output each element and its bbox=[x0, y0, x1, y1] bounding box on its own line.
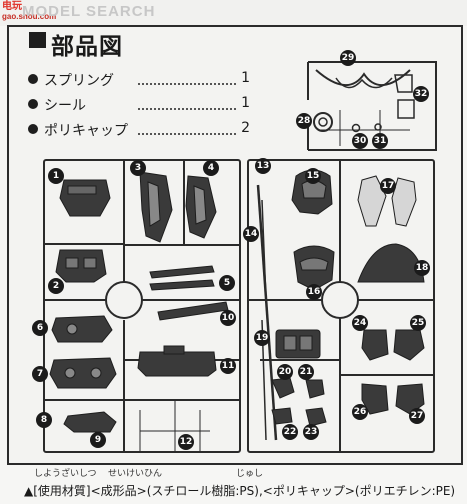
dotted-leader bbox=[138, 83, 236, 85]
part-number-21: 21 bbox=[298, 364, 314, 380]
parts-list-item: ポリキャップ 2 bbox=[28, 120, 258, 142]
part-number-12: 12 bbox=[178, 434, 194, 450]
part-number-27: 27 bbox=[409, 408, 425, 424]
part-number-16: 16 bbox=[306, 284, 322, 300]
part-number-2: 2 bbox=[48, 278, 64, 294]
site-logo[interactable]: 电玩 gao.shou.com bbox=[2, 1, 56, 21]
furigana-jushi: じゅし bbox=[236, 469, 264, 479]
part-number-7: 7 bbox=[32, 366, 48, 382]
part-number-24: 24 bbox=[352, 315, 368, 331]
part-number-11: 11 bbox=[220, 358, 236, 374]
title-square-icon bbox=[29, 32, 46, 48]
part-number-29: 29 bbox=[340, 50, 356, 66]
part-number-20: 20 bbox=[277, 364, 293, 380]
part-number-15: 15 bbox=[305, 168, 321, 184]
parts-list-item: シール 1 bbox=[28, 95, 258, 117]
watermark: MODEL SEARCH bbox=[22, 3, 156, 20]
dotted-leader bbox=[138, 133, 236, 135]
part-number-5: 5 bbox=[219, 275, 235, 291]
part-qty: 1 bbox=[241, 95, 250, 111]
part-name: スプリング bbox=[44, 73, 114, 89]
bullet-icon bbox=[28, 74, 38, 84]
site-url: gao.shou.com bbox=[2, 12, 57, 21]
part-number-19: 19 bbox=[254, 330, 270, 346]
part-qty: 2 bbox=[241, 120, 250, 136]
part-qty: 1 bbox=[241, 70, 250, 86]
part-number-3: 3 bbox=[130, 160, 146, 176]
part-number-23: 23 bbox=[303, 424, 319, 440]
part-number-22: 22 bbox=[282, 424, 298, 440]
part-number-25: 25 bbox=[410, 315, 426, 331]
runner-frame-left bbox=[43, 159, 241, 453]
part-number-28: 28 bbox=[296, 113, 312, 129]
parts-list-item: スプリング 1 bbox=[28, 70, 258, 92]
furigana-seikei: せいけいひん bbox=[108, 469, 163, 479]
part-number-8: 8 bbox=[36, 412, 52, 428]
part-number-13: 13 bbox=[255, 158, 271, 174]
furigana-shiyou: しようざいしつ bbox=[34, 469, 97, 479]
part-number-4: 4 bbox=[203, 160, 219, 176]
part-number-9: 9 bbox=[90, 432, 106, 448]
site-brand: 电玩 bbox=[2, 1, 22, 12]
part-number-32: 32 bbox=[413, 86, 429, 102]
part-number-6: 6 bbox=[32, 320, 48, 336]
part-name: ポリキャップ bbox=[44, 123, 128, 139]
part-number-17: 17 bbox=[380, 178, 396, 194]
part-number-10: 10 bbox=[220, 310, 236, 326]
site-header: 电玩 gao.shou.com MODEL SEARCH bbox=[0, 0, 467, 26]
part-number-26: 26 bbox=[352, 404, 368, 420]
part-number-31: 31 bbox=[372, 133, 388, 149]
materials-note: ▲[使用材質]<成形品>(スチロール樹脂:PS),<ポリキャップ>(ポリエチレン… bbox=[24, 484, 456, 498]
dotted-leader bbox=[138, 108, 236, 110]
bullet-icon bbox=[28, 99, 38, 109]
part-number-30: 30 bbox=[352, 133, 368, 149]
part-number-14: 14 bbox=[243, 226, 259, 242]
runner-frame-right bbox=[247, 159, 435, 453]
part-number-18: 18 bbox=[414, 260, 430, 276]
page-title: 部品図 bbox=[51, 34, 123, 60]
part-number-1: 1 bbox=[48, 168, 64, 184]
bullet-icon bbox=[28, 124, 38, 134]
part-name: シール bbox=[44, 98, 86, 114]
